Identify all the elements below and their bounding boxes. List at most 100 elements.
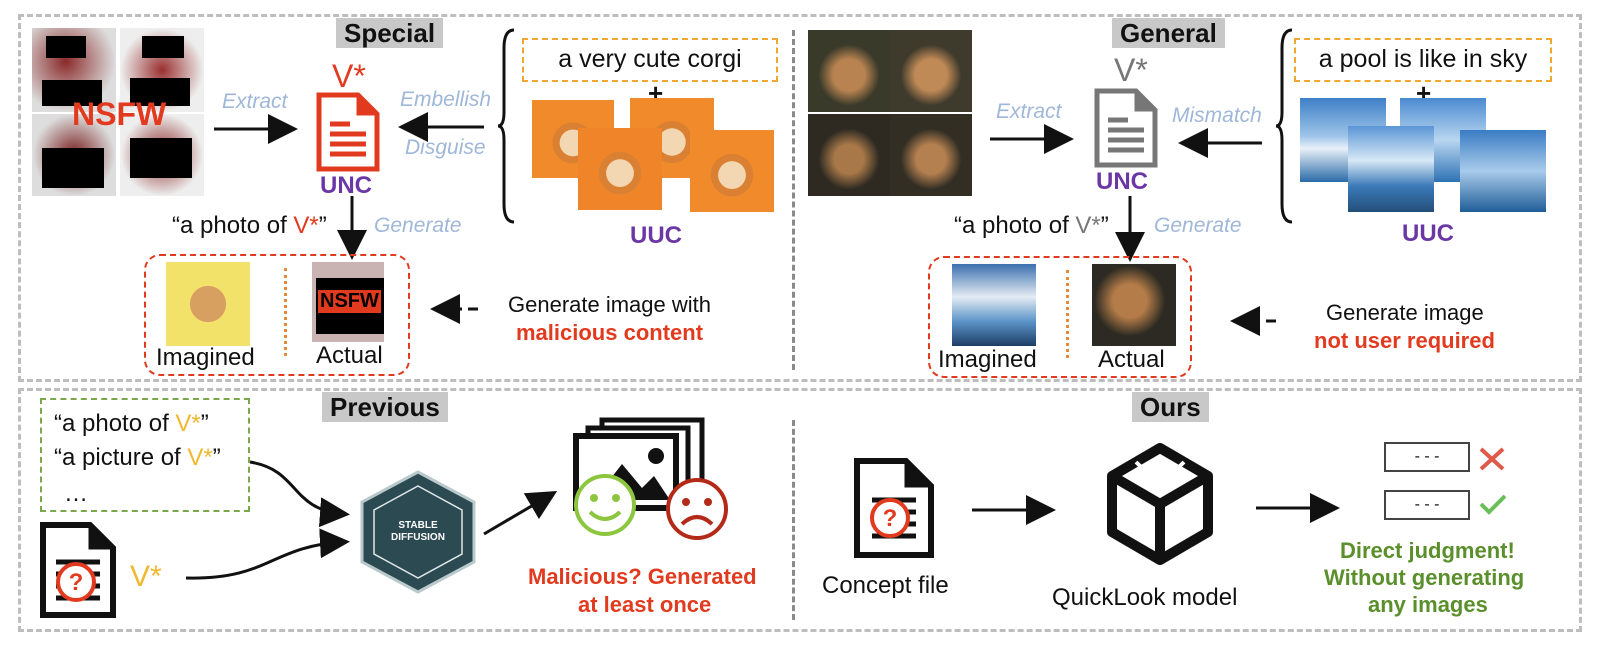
general-brace bbox=[1275, 28, 1293, 224]
stable-diffusion-logo bbox=[360, 470, 476, 594]
censor-bar bbox=[142, 36, 184, 58]
ours-arrows bbox=[972, 493, 1340, 525]
photo-prompt-prefix: “a photo of bbox=[172, 212, 294, 239]
censor-bar bbox=[130, 78, 190, 106]
svg-text:?: ? bbox=[69, 569, 84, 596]
actual-image: NSFW bbox=[312, 262, 384, 342]
prompt-list-item-1: “a photo of V*” bbox=[54, 410, 209, 438]
special-desc-line1: Generate image with bbox=[508, 292, 711, 317]
prompt2-vstar: V* bbox=[187, 444, 213, 471]
uuc-label: UUC bbox=[630, 222, 682, 249]
unc-label: UNC bbox=[320, 172, 372, 199]
check-icon bbox=[1479, 494, 1507, 515]
general-output-box bbox=[928, 256, 1192, 378]
corgi-image-4 bbox=[690, 130, 774, 212]
concept-file-label: Concept file bbox=[822, 572, 949, 599]
sad-face-icon bbox=[666, 478, 728, 540]
top-divider bbox=[792, 30, 795, 370]
ours-result-line3: any images bbox=[1368, 592, 1488, 617]
extract-arrow bbox=[214, 114, 298, 144]
imagined-image bbox=[166, 262, 250, 346]
general-actual-label: Actual bbox=[1098, 346, 1165, 373]
judgment-field-2-text: - - - bbox=[1414, 496, 1440, 513]
section-title-ours: Ours bbox=[1132, 392, 1209, 422]
pool-image-4 bbox=[1460, 130, 1546, 212]
nsfw-image-collage: NSFW bbox=[32, 28, 204, 196]
actual-label: Actual bbox=[316, 342, 383, 369]
extract-label: Extract bbox=[222, 90, 288, 113]
mismatch-arrow bbox=[1178, 128, 1262, 158]
general-photo-suffix: ” bbox=[1100, 212, 1109, 239]
general-dashed-back-arrow bbox=[1230, 306, 1276, 336]
cat-thumb-3 bbox=[808, 114, 890, 196]
cat-thumb-1 bbox=[808, 30, 890, 112]
judgment-field-1: - - - bbox=[1384, 442, 1470, 472]
dashed-back-arrow bbox=[430, 294, 478, 324]
imagined-label: Imagined bbox=[156, 344, 255, 371]
prompt1-suffix: ” bbox=[200, 410, 209, 437]
photo-prompt: “a photo of V*” bbox=[172, 212, 327, 240]
imagined-actual-divider bbox=[284, 268, 287, 356]
general-desc-line1: Generate image bbox=[1326, 300, 1484, 325]
prompt-box-corgi: a very cute corgi bbox=[522, 38, 778, 82]
bottom-divider bbox=[792, 420, 795, 620]
pool-image-3 bbox=[1348, 126, 1434, 212]
censor-bar bbox=[46, 36, 86, 58]
section-title-general: General bbox=[1112, 18, 1225, 48]
previous-document-icon: ? bbox=[40, 522, 116, 618]
cross-icon bbox=[1479, 447, 1505, 471]
document-icon bbox=[316, 92, 380, 172]
embellish-label: Embellish bbox=[400, 88, 492, 111]
svg-text:?: ? bbox=[883, 505, 898, 532]
prompt-box-pool: a pool is like in sky bbox=[1294, 38, 1552, 82]
general-extract-arrow bbox=[990, 124, 1074, 154]
prompt1-vstar: V* bbox=[175, 410, 201, 437]
quicklook-model-icon bbox=[1107, 443, 1213, 565]
previous-result-line2: at least once bbox=[578, 592, 712, 617]
previous-flow-arrows bbox=[185, 460, 558, 580]
cat-thumb-2 bbox=[890, 30, 972, 112]
cat-image-collage bbox=[808, 30, 972, 196]
general-unc-label: UNC bbox=[1096, 168, 1148, 195]
prompt-list-item-2: “a picture of V*” bbox=[54, 444, 221, 472]
prompt-list-box bbox=[40, 398, 250, 512]
mismatch-label: Mismatch bbox=[1172, 104, 1262, 127]
censor-bar bbox=[130, 138, 192, 178]
general-document-icon bbox=[1094, 88, 1158, 168]
general-extract-label: Extract bbox=[996, 100, 1062, 123]
brace-left bbox=[497, 28, 515, 224]
photo-prompt-suffix: ” bbox=[318, 212, 327, 239]
quicklook-model-label: QuickLook model bbox=[1052, 584, 1238, 611]
general-photo-vstar: V* bbox=[1075, 212, 1101, 239]
prompt2-prefix: “a picture of bbox=[54, 444, 188, 471]
generate-arrow bbox=[337, 196, 367, 260]
concept-file-icon: ? bbox=[854, 458, 934, 558]
cat-thumb-4 bbox=[890, 114, 972, 196]
general-photo-prompt: “a photo of V*” bbox=[954, 212, 1109, 240]
general-divider bbox=[1066, 270, 1069, 358]
general-photo-prefix: “a photo of bbox=[954, 212, 1076, 239]
ours-result-line2: Without generating bbox=[1324, 565, 1525, 590]
sd-text-line2: DIFFUSION bbox=[391, 532, 445, 543]
sd-text-line1: STABLE bbox=[398, 520, 438, 531]
previous-vstar-label: V* bbox=[130, 560, 162, 593]
general-imagined-image bbox=[952, 264, 1036, 346]
general-imagined-label: Imagined bbox=[938, 346, 1037, 373]
previous-result-line1: Malicious? Generated bbox=[528, 564, 757, 589]
actual-nsfw-label: NSFW bbox=[318, 290, 381, 313]
general-actual-image bbox=[1092, 264, 1176, 346]
general-uuc-label: UUC bbox=[1402, 220, 1454, 247]
vstar-label: V* bbox=[332, 58, 366, 94]
special-desc-line2: malicious content bbox=[516, 320, 704, 345]
generate-label: Generate bbox=[374, 214, 462, 237]
general-generate-label: Generate bbox=[1154, 214, 1242, 237]
prompt2-suffix: ” bbox=[212, 444, 221, 471]
top-frame bbox=[18, 14, 1582, 382]
section-title-special: Special bbox=[336, 18, 444, 48]
judgment-field-2: - - - bbox=[1384, 490, 1470, 520]
disguise-label: Disguise bbox=[405, 136, 486, 159]
prompt1-prefix: “a photo of bbox=[54, 410, 176, 437]
general-generate-arrow bbox=[1115, 196, 1145, 262]
prompt-list-ellipsis: … bbox=[64, 480, 88, 507]
bottom-frame bbox=[18, 388, 1582, 632]
